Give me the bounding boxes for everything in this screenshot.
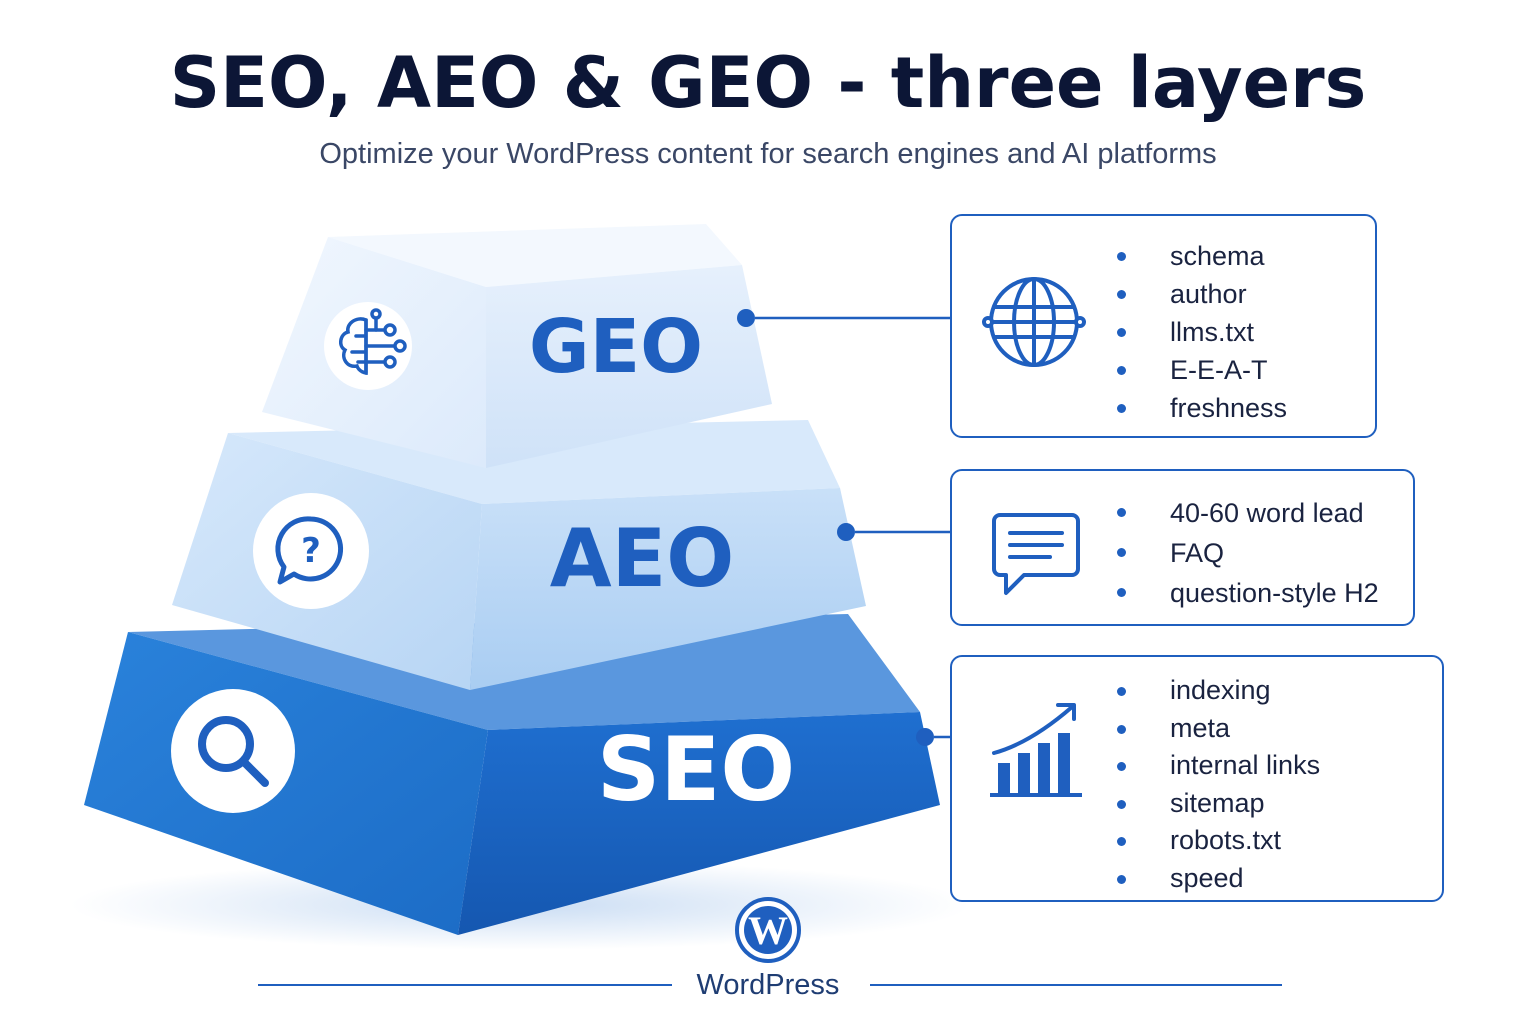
geo-item-list: schema author llms.txt E-E-A-T freshness	[1116, 237, 1287, 427]
list-item: 40-60 word lead	[1117, 493, 1379, 533]
question-bubble-icon: ?	[275, 516, 344, 585]
seo-icon-circle	[171, 689, 295, 813]
footer-divider-right	[870, 984, 1282, 986]
panel-seo: indexing meta internal links sitemap rob…	[950, 655, 1444, 902]
globe-icon	[982, 277, 1086, 367]
list-item: speed	[1116, 860, 1320, 898]
page-subtitle: Optimize your WordPress content for sear…	[319, 138, 1217, 170]
layer-aeo: ? AEO	[172, 420, 866, 690]
list-item: meta	[1116, 710, 1320, 748]
footer-divider-left	[258, 984, 672, 986]
list-item: FAQ	[1117, 533, 1379, 573]
connector-geo	[737, 309, 952, 327]
footer-label: WordPress	[696, 969, 840, 1001]
layer-seo: SEO	[84, 614, 940, 935]
search-icon	[198, 716, 269, 787]
list-item: robots.txt	[1116, 822, 1320, 860]
page-title: SEO, AEO & GEO - three layers	[169, 42, 1367, 124]
connector-seo	[916, 728, 952, 746]
layer-label-aeo: AEO	[550, 512, 735, 605]
seo-item-list: indexing meta internal links sitemap rob…	[1116, 672, 1320, 898]
svg-text:?: ?	[301, 531, 321, 571]
connector-aeo	[837, 523, 952, 541]
list-item: sitemap	[1116, 785, 1320, 823]
panel-geo: schema author llms.txt E-E-A-T freshness	[950, 214, 1377, 438]
wordpress-logo: W	[735, 897, 801, 963]
list-item: internal links	[1116, 747, 1320, 785]
layer-label-seo: SEO	[597, 718, 795, 821]
list-item: author	[1116, 275, 1287, 313]
list-item: schema	[1116, 237, 1287, 275]
list-item: question-style H2	[1117, 573, 1379, 613]
list-item: indexing	[1116, 672, 1320, 710]
list-item: freshness	[1116, 389, 1287, 427]
aeo-item-list: 40-60 word lead FAQ question-style H2	[1117, 493, 1379, 613]
list-item: E-E-A-T	[1116, 351, 1287, 389]
layer-label-geo: GEO	[529, 304, 703, 390]
svg-text:W: W	[748, 908, 788, 953]
growth-chart-icon	[990, 703, 1082, 797]
list-item: llms.txt	[1116, 313, 1287, 351]
layer-geo: GEO	[262, 224, 772, 468]
chat-bubble-icon	[992, 513, 1080, 595]
brain-circuit-icon	[339, 308, 407, 376]
panel-aeo: 40-60 word lead FAQ question-style H2	[950, 469, 1415, 626]
